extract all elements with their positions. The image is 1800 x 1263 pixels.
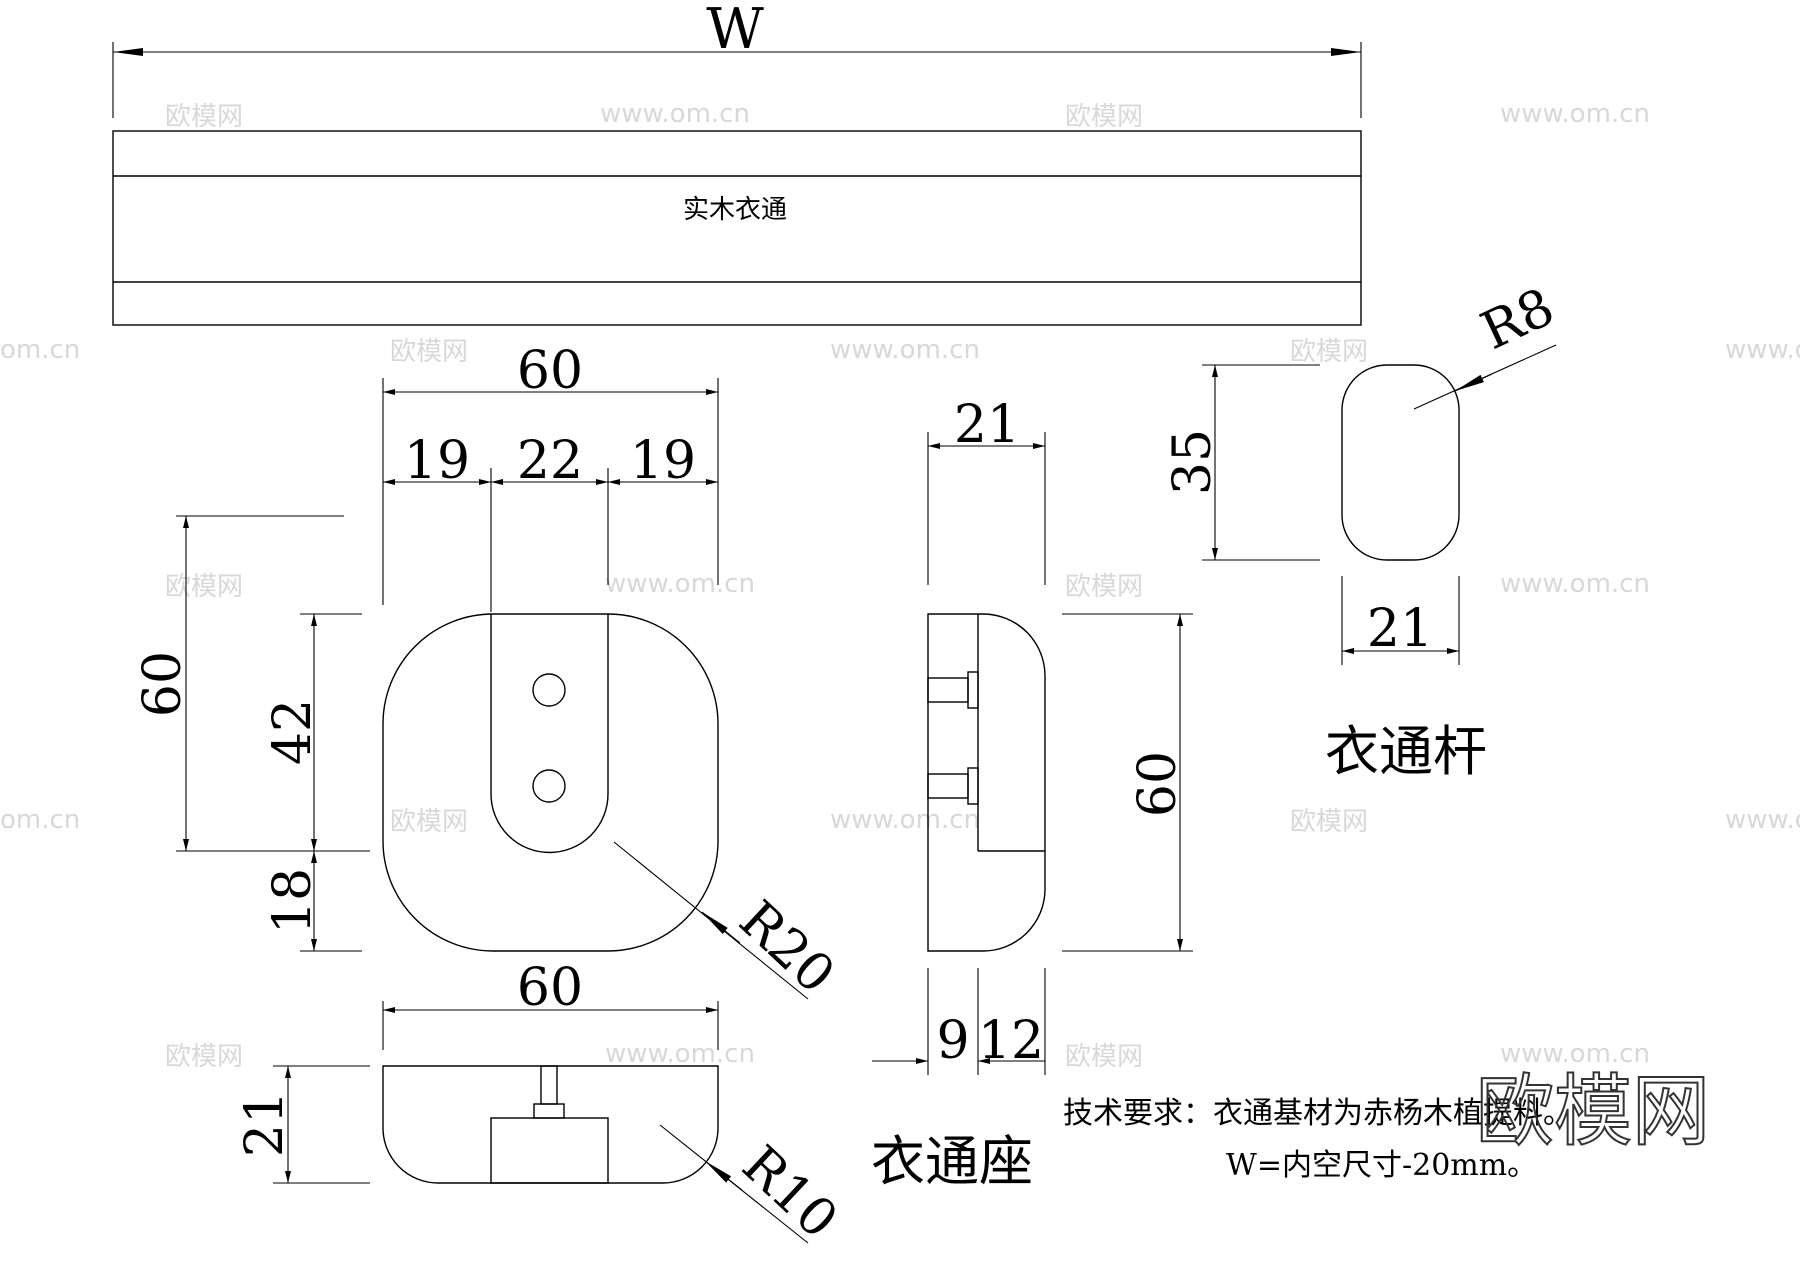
- rail-outline: [112, 130, 1362, 326]
- left-total-dim: 60: [133, 651, 193, 717]
- rod-title: 衣通杆: [1325, 720, 1487, 783]
- watermark-brand: 欧模网: [165, 572, 243, 602]
- rail-elevation: W 实木衣通: [112, 0, 1362, 326]
- screw-hole: [532, 769, 566, 803]
- base-bottom-view: 60 21 R10 衣通座: [235, 958, 1033, 1250]
- watermark-url: www.om.cn: [1725, 805, 1800, 835]
- watermark-brand: 欧模网: [1065, 1042, 1143, 1072]
- top-mid-dim: 22: [517, 431, 583, 491]
- watermark-logo: 欧模网: [1476, 1067, 1710, 1157]
- radius-arrow: [701, 911, 741, 944]
- radius-label: R20: [728, 890, 846, 1006]
- mount-block: [490, 1117, 609, 1184]
- left-lower-dim: 18: [263, 868, 323, 934]
- rod-outline: [1341, 364, 1460, 561]
- screw-hole: [532, 673, 566, 707]
- rod-height-dim: 35: [1163, 429, 1223, 495]
- side-height-dim: 60: [1128, 751, 1188, 817]
- watermark-brand: 欧模网: [390, 807, 468, 837]
- watermark-url-fragment: om.cn: [0, 805, 80, 835]
- bottom-outline: [382, 1065, 719, 1184]
- watermark-layer: 欧模网 www.om.cn 欧模网 www.om.cn om.cn 欧模网 ww…: [0, 99, 1800, 1072]
- rod-radius-label: R8: [1472, 277, 1563, 362]
- bottom-radius-label: R10: [731, 1135, 849, 1251]
- top-total-dim: 60: [517, 341, 583, 401]
- watermark-url: www.om.cn: [830, 335, 980, 365]
- top-left-dim: 19: [404, 431, 470, 491]
- watermark-url: www.om.cn: [600, 99, 750, 129]
- watermark-brand: 欧模网: [1065, 102, 1143, 132]
- note-line-2: W=内空尺寸-20mm。: [1226, 1148, 1537, 1183]
- watermark-url: www.om.cn: [1500, 99, 1650, 129]
- side-screw: [927, 773, 969, 799]
- rail-center-label: 实木衣通: [683, 195, 787, 225]
- rod-slot: [490, 614, 609, 854]
- watermark-brand: 欧模网: [165, 1042, 243, 1072]
- side-screw-head: [967, 767, 979, 805]
- top-right-dim: 19: [630, 431, 696, 491]
- watermark-url: www.om.cn: [830, 805, 980, 835]
- watermark-brand: 欧模网: [390, 337, 468, 367]
- side-screw-head: [967, 671, 979, 709]
- radius-arrow: [1454, 373, 1493, 392]
- watermark-url: www.om.cn: [1500, 1039, 1650, 1069]
- watermark-brand: 欧模网: [1290, 807, 1368, 837]
- width-label: W: [706, 0, 764, 62]
- bottom-height-dim: 21: [235, 1091, 295, 1157]
- watermark-brand: 欧模网: [1065, 572, 1143, 602]
- technical-notes: 技术要求：衣通基材为赤杨木植提料。 W=内空尺寸-20mm。: [1063, 1096, 1573, 1183]
- screw-shaft: [540, 1065, 558, 1105]
- watermark-brand: 欧模网: [1290, 337, 1368, 367]
- radius-arrow: [704, 1160, 743, 1191]
- watermark-url: www.om.cn: [605, 569, 755, 599]
- base-title: 衣通座: [871, 1130, 1033, 1193]
- rod-width-dim: 21: [1367, 599, 1433, 659]
- side-bottom-left-dim: 9: [936, 1011, 969, 1071]
- base-outline: [382, 613, 719, 952]
- watermark-url-fragment: om.cn: [0, 335, 80, 365]
- side-screw: [927, 677, 969, 703]
- side-top-dim: 21: [954, 395, 1020, 455]
- base-side-view: 21 60 9 12: [872, 395, 1193, 1075]
- watermark-url: www.om.cn: [605, 1039, 755, 1069]
- watermark-url: www.om.cn: [1725, 335, 1800, 365]
- side-bottom-right-dim: 12: [978, 1011, 1044, 1071]
- bottom-width-dim: 60: [517, 958, 583, 1018]
- side-outline: [927, 613, 1046, 952]
- watermark-brand: 欧模网: [165, 102, 243, 132]
- base-front-view: 60 19 22 19 60 42 18 R20: [133, 341, 846, 1005]
- screw-head: [533, 1103, 565, 1119]
- left-upper-dim: 42: [263, 699, 323, 765]
- note-line-1: 技术要求：衣通基材为赤杨木植提料。: [1063, 1096, 1573, 1131]
- watermark-url: www.om.cn: [1500, 569, 1650, 599]
